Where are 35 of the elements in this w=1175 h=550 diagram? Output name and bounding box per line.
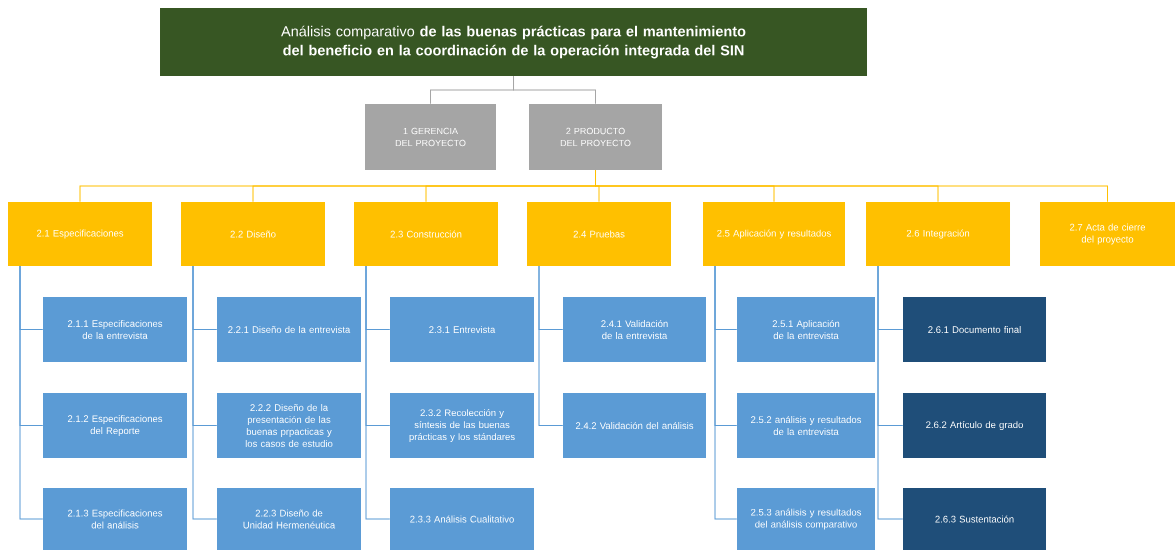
deliverable-box: 2.2 Diseño — [181, 202, 325, 266]
deliverable-box: 2.7 Acta de cierre del proyecto — [1040, 202, 1175, 266]
title-box: Análisis comparativo de las buenas prácticas para el mantenimiento del beneficio en la coordinación de la operación integrada del SIN — [160, 8, 867, 76]
connector-line — [877, 265, 904, 520]
connector-line — [365, 265, 391, 520]
phase-box: 1 GERENCIA DEL PROYECTO — [365, 104, 496, 170]
task-box: 2.2.2 Diseño de la presentación de las buenas prpacticas y los casos de estudio — [217, 393, 361, 458]
task-box: 2.3.3 Análisis Cualitativo — [390, 488, 534, 550]
task-box: 2.6.2 Artículo de grado — [903, 393, 1046, 458]
task-box: 2.4.1 Validación de la entrevista — [563, 297, 706, 362]
deliverable-box: 2.3 Construcción — [354, 202, 498, 266]
connector-line — [192, 265, 218, 520]
connector-line — [538, 265, 564, 426]
deliverable-box: 2.4 Pruebas — [527, 202, 671, 266]
task-box: 2.3.2 Recolección y síntesis de las buenas prácticas y los stándares — [390, 393, 534, 458]
task-box: 2.1.3 Especificaciones del análisis — [43, 488, 187, 550]
task-box: 2.4.2 Validación del análisis — [563, 393, 706, 458]
task-box: 2.2.3 Diseño de Unidad Hermenéutica — [217, 488, 361, 550]
task-box: 2.5.2 análisis y resultados de la entrevista — [737, 393, 875, 458]
task-box: 2.6.3 Sustentación — [903, 488, 1046, 550]
task-box: 2.5.1 Aplicación de la entrevista — [737, 297, 875, 362]
phase-box: 2 PRODUCTO DEL PROYECTO — [529, 104, 662, 170]
task-box: 2.2.1 Diseño de la entrevista — [217, 297, 361, 362]
deliverable-box: 2.5 Aplicación y resultados — [703, 202, 845, 266]
connector-line — [595, 169, 1108, 203]
deliverable-box: 2.1 Especificaciones — [8, 202, 152, 266]
connector-line — [513, 75, 596, 105]
deliverable-box: 2.6 Integración — [866, 202, 1010, 266]
task-box: 2.1.1 Especificaciones de la entrevista — [43, 297, 187, 362]
connector-line — [714, 265, 738, 520]
task-box: 2.3.1 Entrevista — [390, 297, 534, 362]
task-box: 2.1.2 Especificaciones del Reporte — [43, 393, 187, 458]
task-box: 2.6.1 Documento final — [903, 297, 1046, 362]
connector-line — [19, 265, 44, 520]
task-box: 2.5.3 análisis y resultados del análisis comparativo — [737, 488, 875, 550]
